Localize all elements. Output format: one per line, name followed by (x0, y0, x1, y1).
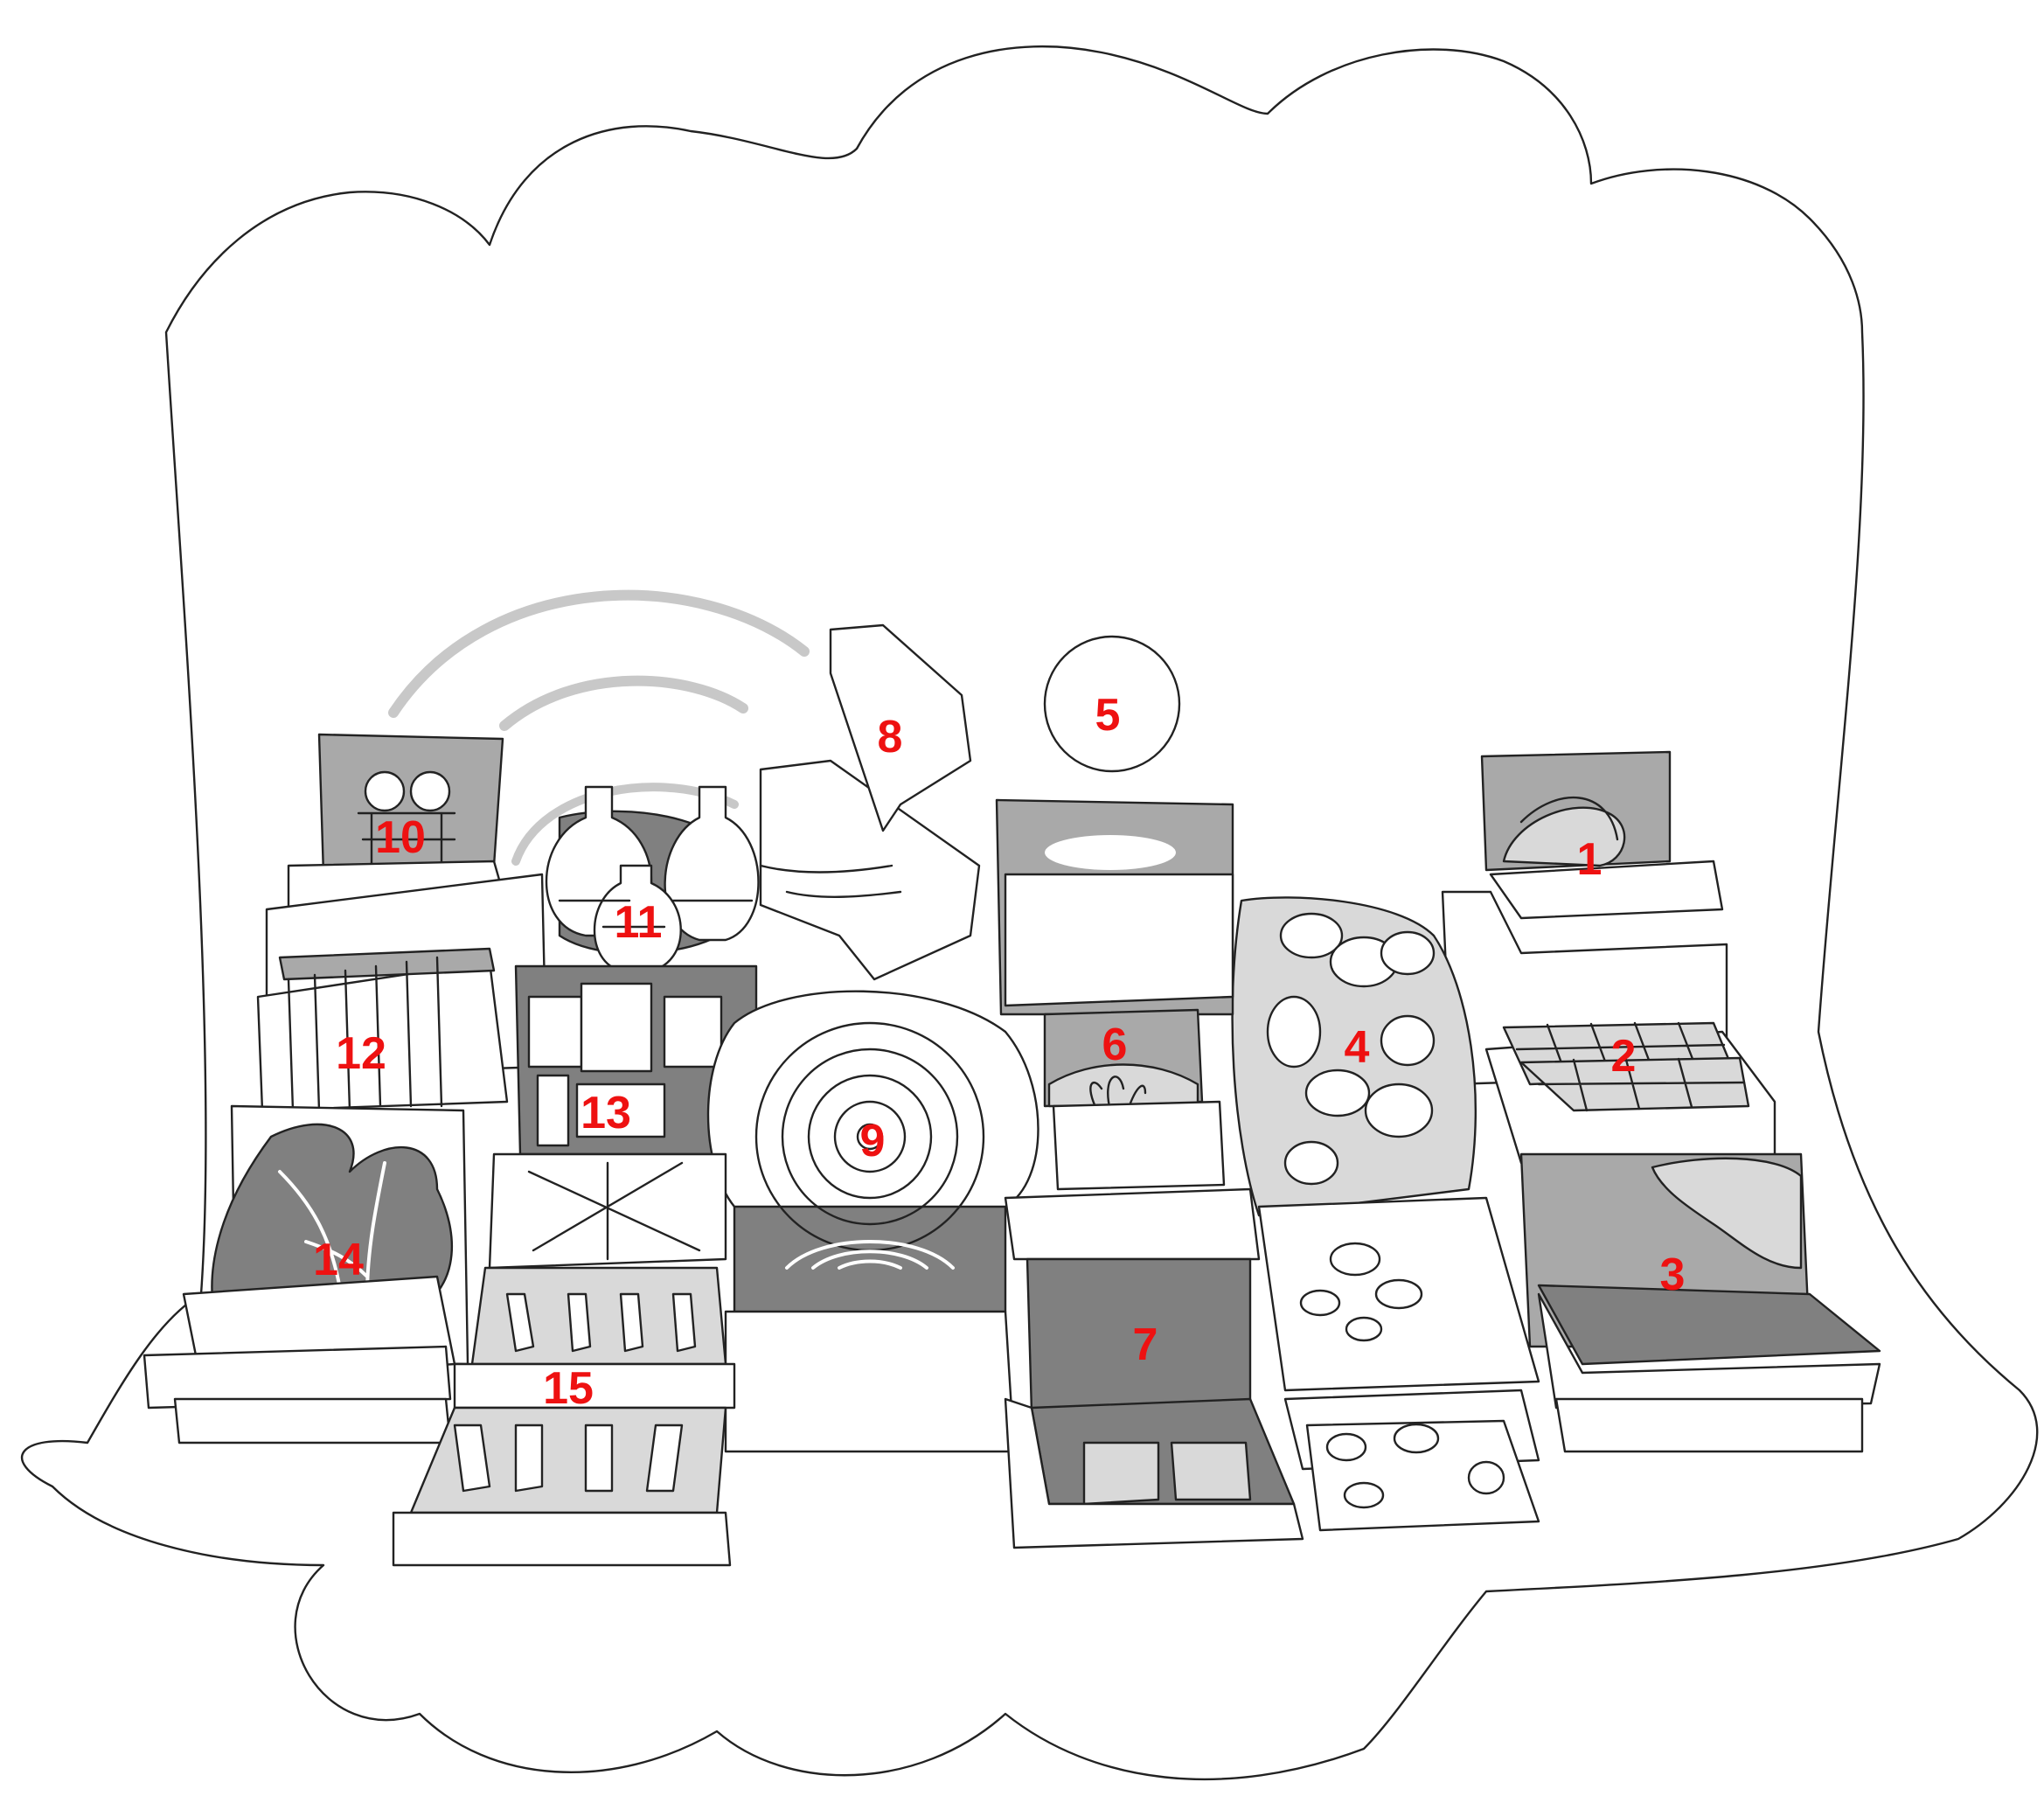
label-8: 8 (878, 712, 903, 762)
label-10: 10 (375, 812, 426, 863)
exhibit-7 (1004, 1187, 1304, 1549)
exhibit-4 (1231, 896, 1540, 1532)
label-14: 14 (313, 1235, 364, 1285)
exhibit-3 (1519, 1152, 1881, 1453)
exhibit-13 (514, 964, 758, 1156)
label-7: 7 (1133, 1319, 1158, 1370)
label-3: 3 (1660, 1250, 1686, 1300)
exhibit-15 (392, 1152, 736, 1567)
label-4: 4 (1345, 1022, 1370, 1073)
label-6: 6 (1102, 1020, 1128, 1070)
label-15: 15 (543, 1363, 594, 1414)
cloud-backdrop (21, 45, 2039, 1781)
label-9: 9 (860, 1116, 886, 1166)
label-2: 2 (1611, 1031, 1637, 1082)
label-12: 12 (336, 1028, 386, 1079)
label-1: 1 (1577, 834, 1603, 885)
number-labels: 1 2 3 4 5 6 7 8 9 10 11 12 13 14 15 (313, 690, 1685, 1414)
exhibit-5 (1043, 635, 1181, 773)
exhibit-9 (706, 990, 1039, 1453)
exhibit-14 (143, 1104, 469, 1444)
exhibit-11 (545, 785, 760, 972)
label-11: 11 (615, 897, 663, 948)
label-13: 13 (581, 1088, 631, 1138)
label-5: 5 (1095, 690, 1121, 741)
exhibit-6 (995, 798, 1234, 1191)
exhibit-12 (256, 947, 509, 1112)
exhibit-2 (1484, 1021, 1776, 1165)
exhibit-8 (759, 623, 981, 981)
